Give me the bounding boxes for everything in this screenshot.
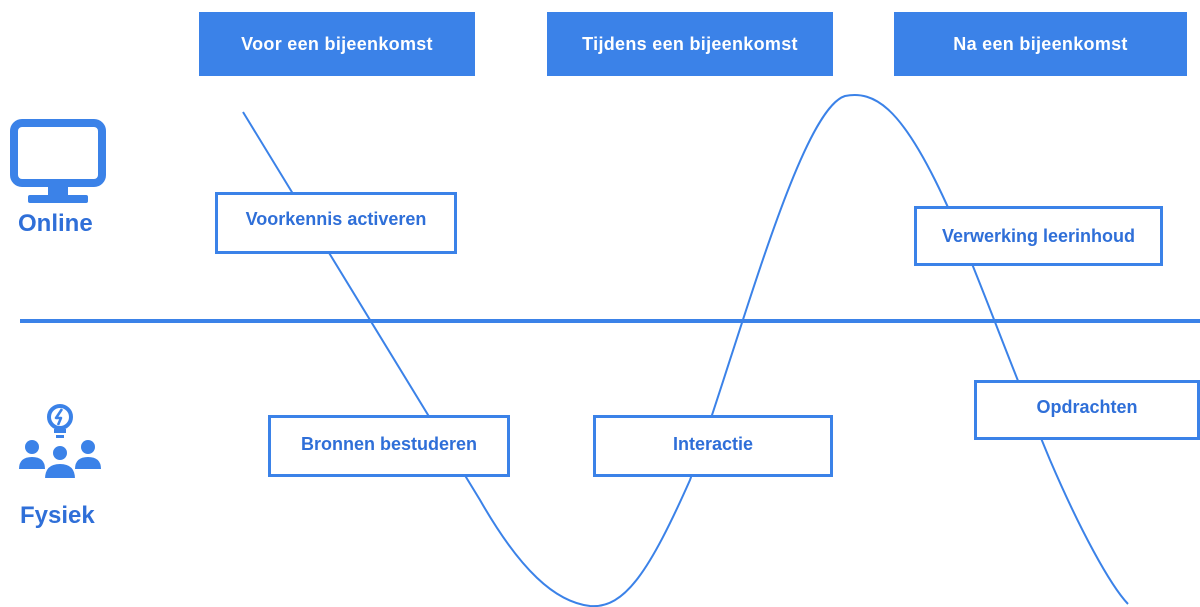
activity-opdrachten: Opdrachten bbox=[974, 380, 1200, 440]
activity-voorkennis-activeren: Voorkennis activeren bbox=[215, 192, 457, 254]
phase-header-tijdens: Tijdens een bijeenkomst bbox=[547, 12, 833, 76]
phase-header-na: Na een bijeenkomst bbox=[894, 12, 1187, 76]
activity-verwerking-leerinhoud: Verwerking leerinhoud bbox=[914, 206, 1163, 266]
phase-header-voor: Voor een bijeenkomst bbox=[199, 12, 475, 76]
activity-bronnen-bestuderen: Bronnen bestuderen bbox=[268, 415, 510, 477]
row-label-online: Online bbox=[18, 210, 93, 237]
monitor-icon bbox=[10, 119, 106, 203]
row-label-fysiek: Fysiek bbox=[20, 502, 95, 529]
activity-interactie: Interactie bbox=[593, 415, 833, 477]
people-lightbulb-icon bbox=[19, 404, 101, 480]
online-fysiek-divider bbox=[20, 319, 1200, 323]
